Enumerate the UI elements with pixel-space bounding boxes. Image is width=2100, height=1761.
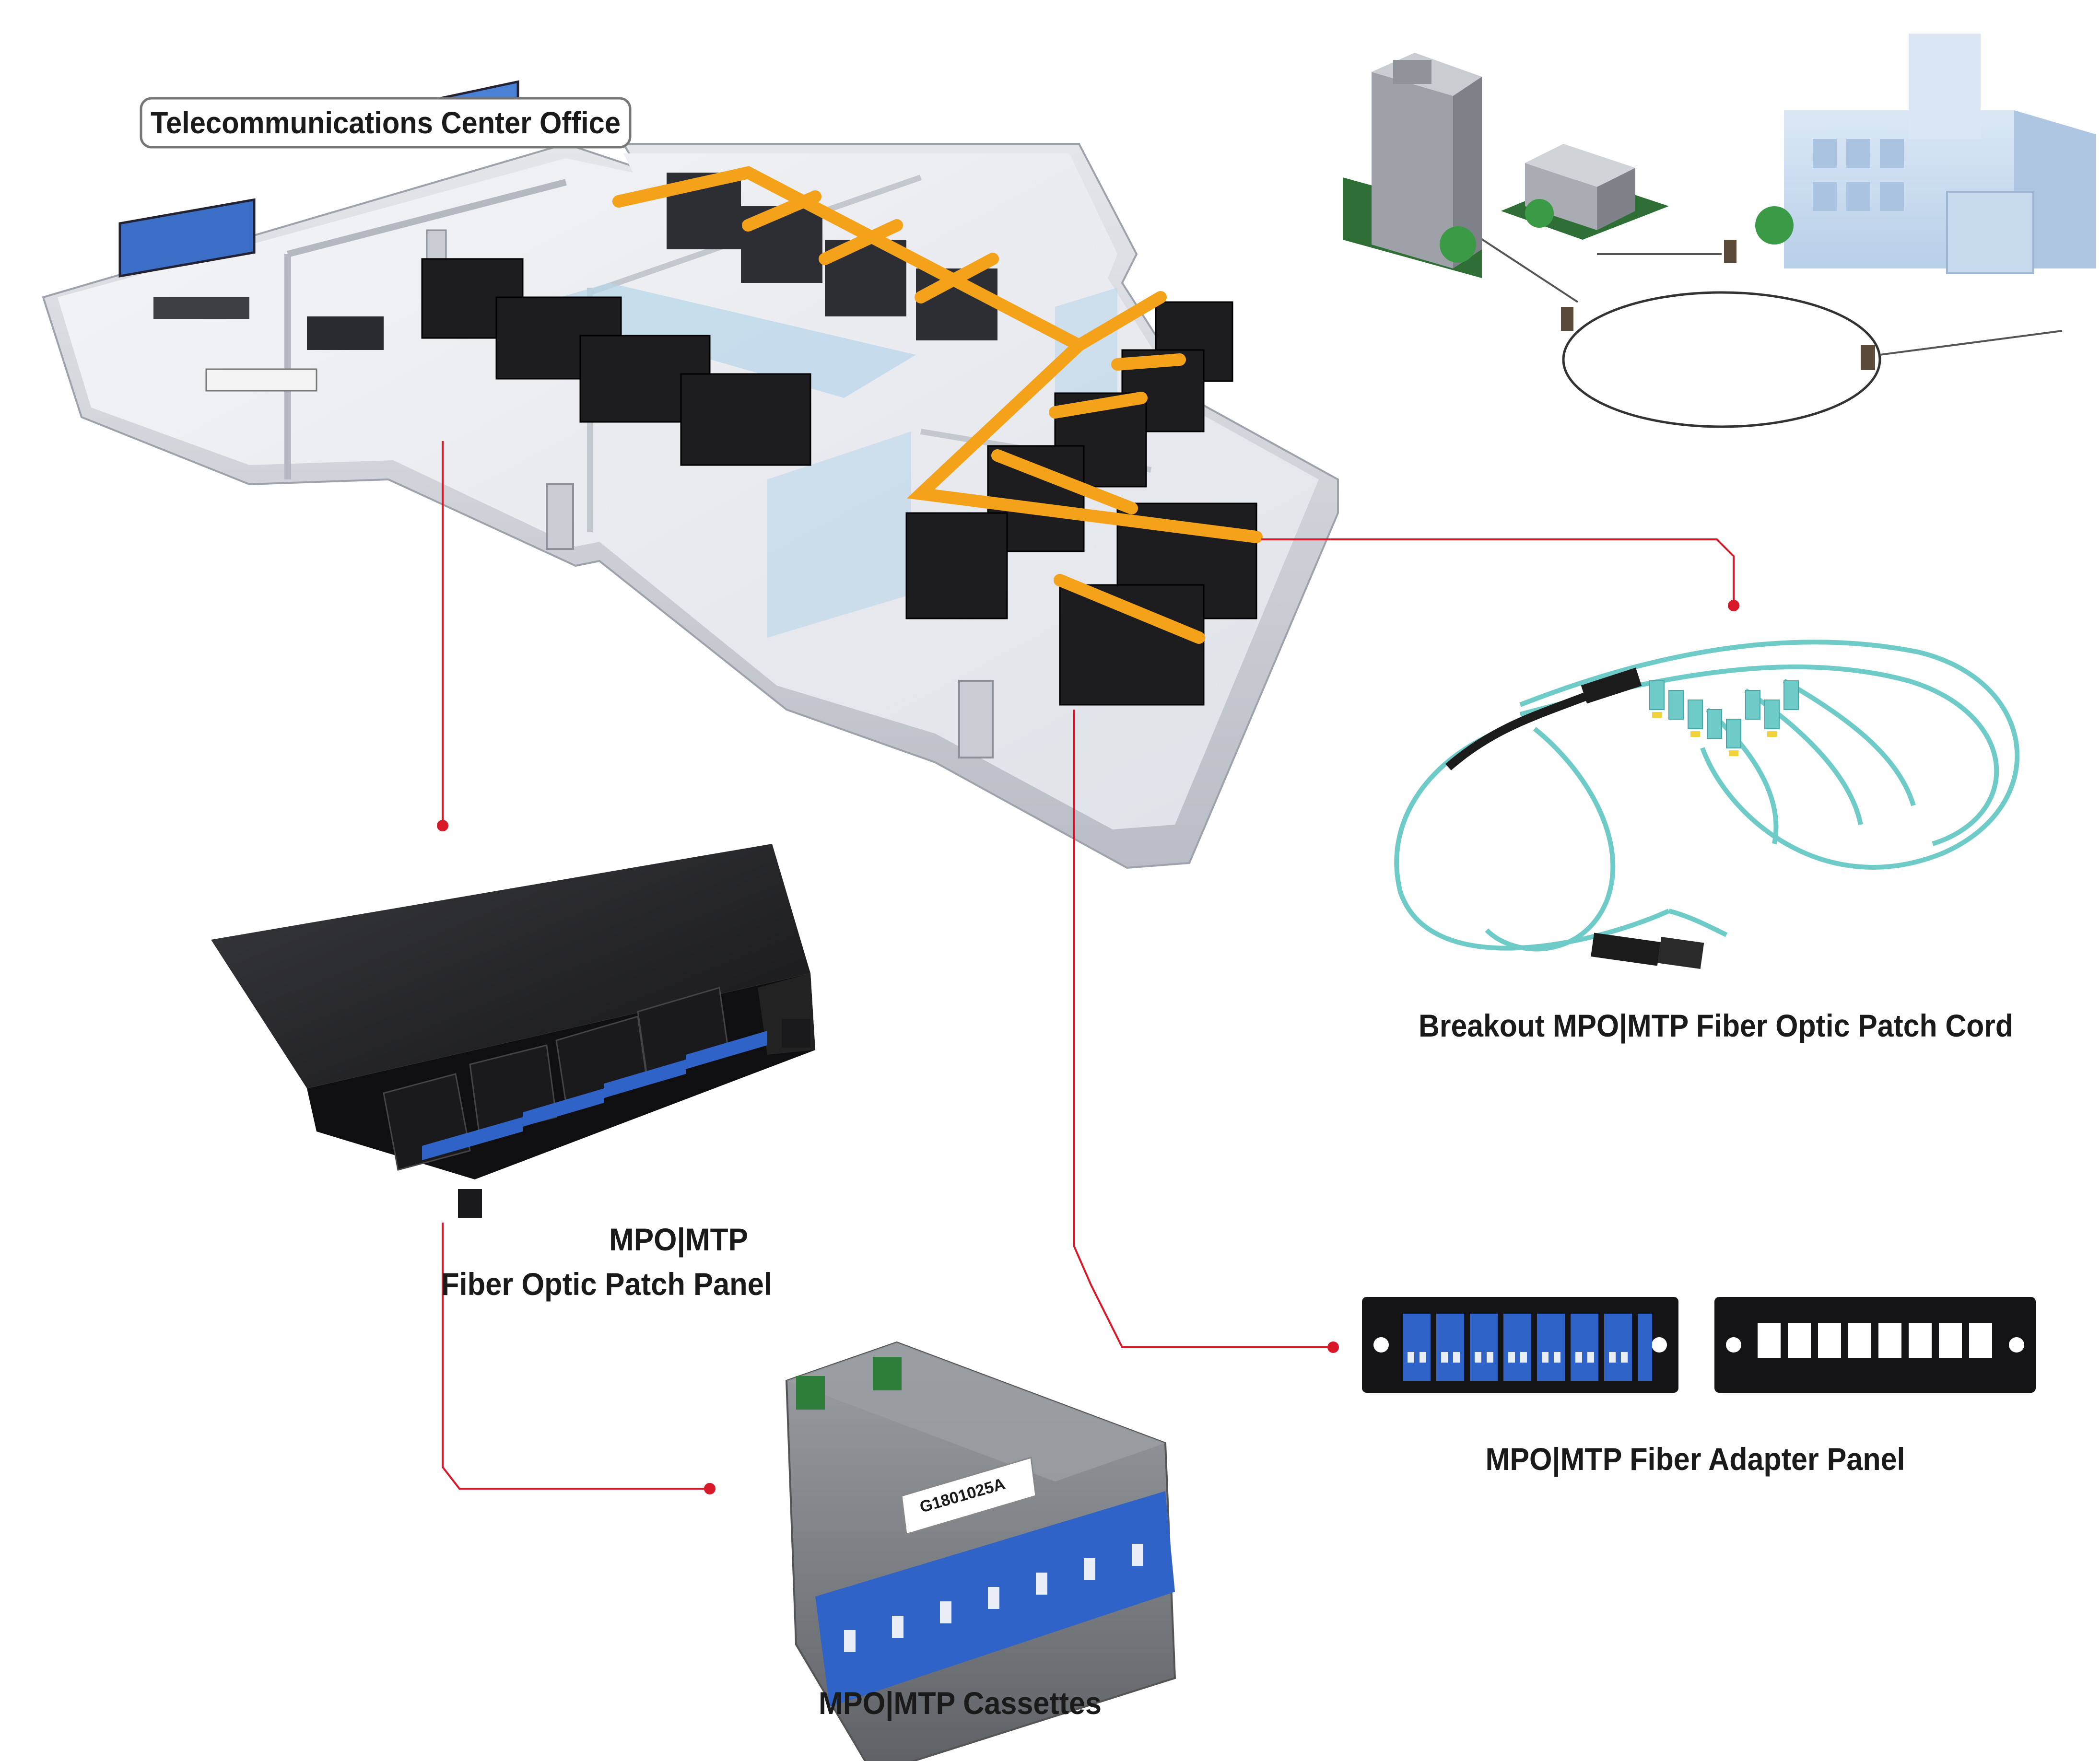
mpo-cassette: G1801025A	[785, 1341, 1176, 1761]
breakout-patch-cord	[1394, 640, 2020, 952]
patch-panel-label-line2: Fiber Optic Patch Panel	[441, 1266, 772, 1302]
patch-panel-label-line1: MPO|MTP	[609, 1222, 748, 1258]
connector-dots	[437, 600, 1739, 1494]
office-tag: Telecommunications Center Office	[140, 97, 632, 149]
adapter-panel-label: MPO|MTP Fiber Adapter Panel	[1486, 1441, 1905, 1478]
connector-lines	[442, 441, 1735, 1490]
breakout-cord-label: Breakout MPO|MTP Fiber Optic Patch Cord	[1419, 1008, 2013, 1044]
campus-buildings	[1343, 34, 2096, 428]
adapter-panel-empty	[1714, 1297, 2036, 1393]
office-floor-plan	[42, 80, 1339, 869]
cassettes-label: MPO|MTP Cassettes	[819, 1685, 1102, 1722]
office-label: Telecommunications Center Office	[151, 105, 621, 140]
breakout-fanout	[1445, 667, 1799, 969]
adapter-panel-loaded	[1362, 1297, 1678, 1393]
fiber-patch-panel	[211, 844, 815, 1218]
